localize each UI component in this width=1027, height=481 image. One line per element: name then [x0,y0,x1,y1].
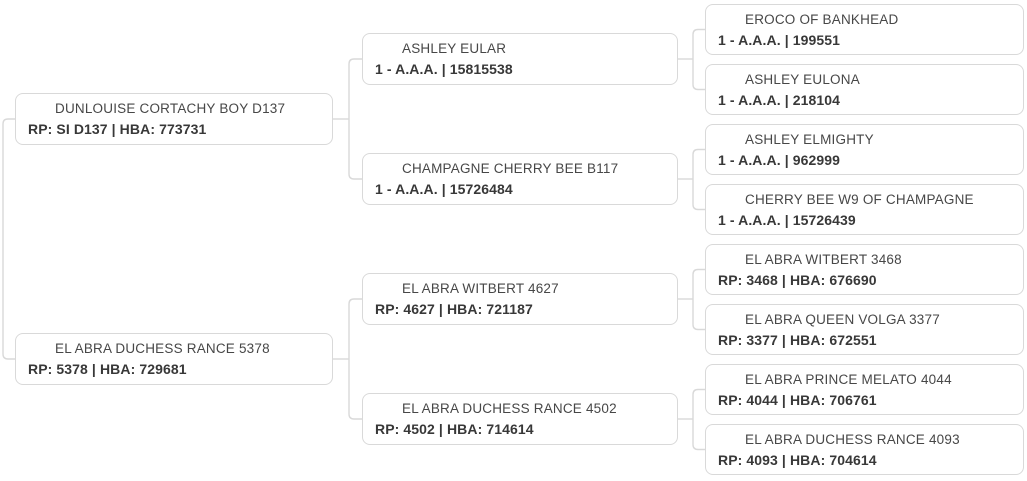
connector-path [692,388,705,451]
animal-registration: 1 - A.A.A. | 962999 [718,152,841,168]
animal-name: EL ABRA DUCHESS RANCE 4502 [402,401,617,416]
animal-registration: 1 - A.A.A. | 15726439 [718,212,856,228]
animal-name: CHAMPAGNE CHERRY BEE B117 [402,161,619,176]
animal-registration: 1 - A.A.A. | 199551 [718,32,841,48]
pedigree-node-g3-6: EL ABRA QUEEN VOLGA 3377 RP: 3377 | HBA:… [705,304,1024,355]
pedigree-node-g2-3: EL ABRA WITBERT 4627 RP: 4627 | HBA: 721… [362,273,678,325]
pedigree-node-g2-1: ASHLEY EULAR 1 - A.A.A. | 15815538 [362,33,678,85]
connector-path [2,118,15,360]
pedigree-node-g1-sire: DUNLOUISE CORTACHY BOY D137 RP: SI D137 … [15,93,333,145]
pedigree-node-g3-5: EL ABRA WITBERT 3468 RP: 3468 | HBA: 676… [705,244,1024,295]
pedigree-node-g3-3: ASHLEY ELMIGHTY 1 - A.A.A. | 962999 [705,124,1024,175]
animal-name: EL ABRA WITBERT 3468 [745,252,902,267]
animal-name: ASHLEY ELMIGHTY [745,132,874,147]
animal-registration: RP: 5378 | HBA: 729681 [28,361,187,377]
animal-registration: RP: 4044 | HBA: 706761 [718,392,877,408]
animal-name: CHERRY BEE W9 OF CHAMPAGNE [745,192,974,207]
pedigree-node-g1-dam: EL ABRA DUCHESS RANCE 5378 RP: 5378 | HB… [15,333,333,385]
animal-registration: RP: 3468 | HBA: 676690 [718,272,877,288]
animal-name: DUNLOUISE CORTACHY BOY D137 [55,101,286,116]
animal-name: ASHLEY EULONA [745,72,860,87]
connector-path [348,298,362,420]
pedigree-node-g3-1: EROCO OF BANKHEAD 1 - A.A.A. | 199551 [705,4,1024,55]
pedigree-node-g2-2: CHAMPAGNE CHERRY BEE B117 1 - A.A.A. | 1… [362,153,678,205]
animal-name: EL ABRA PRINCE MELATO 4044 [745,372,952,387]
pedigree-node-g2-4: EL ABRA DUCHESS RANCE 4502 RP: 4502 | HB… [362,393,678,445]
animal-name: EL ABRA QUEEN VOLGA 3377 [745,312,940,327]
connector-path [692,148,705,211]
animal-registration: 1 - A.A.A. | 218104 [718,92,841,108]
animal-name: EL ABRA WITBERT 4627 [402,281,559,296]
connector-path [692,268,705,331]
animal-name: EL ABRA DUCHESS RANCE 5378 [55,341,270,356]
animal-registration: RP: SI D137 | HBA: 773731 [28,121,207,137]
animal-registration: RP: 4502 | HBA: 714614 [375,421,534,437]
animal-registration: RP: 4093 | HBA: 704614 [718,452,877,468]
connector-path [692,28,705,91]
animal-name: EROCO OF BANKHEAD [745,12,899,27]
animal-registration: 1 - A.A.A. | 15815538 [375,61,513,77]
animal-name: ASHLEY EULAR [402,41,507,56]
animal-registration: RP: 3377 | HBA: 672551 [718,332,877,348]
animal-registration: 1 - A.A.A. | 15726484 [375,181,513,197]
connector-path [348,58,362,180]
pedigree-node-g3-4: CHERRY BEE W9 OF CHAMPAGNE 1 - A.A.A. | … [705,184,1024,235]
pedigree-node-g3-2: ASHLEY EULONA 1 - A.A.A. | 218104 [705,64,1024,115]
pedigree-node-g3-8: EL ABRA DUCHESS RANCE 4093 RP: 4093 | HB… [705,424,1024,475]
animal-registration: RP: 4627 | HBA: 721187 [375,301,533,317]
pedigree-node-g3-7: EL ABRA PRINCE MELATO 4044 RP: 4044 | HB… [705,364,1024,415]
animal-name: EL ABRA DUCHESS RANCE 4093 [745,432,960,447]
